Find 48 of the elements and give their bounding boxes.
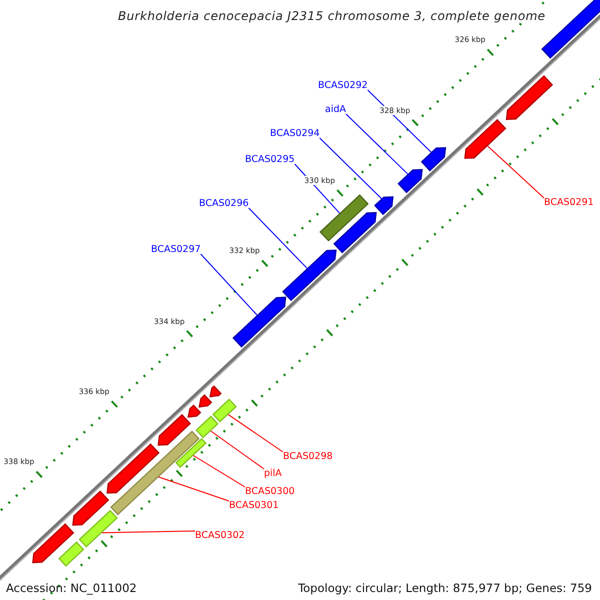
gene-block — [506, 75, 554, 120]
leader-line — [346, 114, 408, 175]
leader-line — [210, 430, 264, 470]
gene-label: BCAS0295 — [245, 154, 295, 165]
leader-line — [192, 455, 246, 488]
leader-line — [367, 90, 432, 153]
gene-label: BCAS0300 — [245, 486, 295, 497]
gene-bar — [110, 430, 200, 516]
leader-line — [248, 208, 308, 269]
gene-bar — [175, 438, 207, 468]
leader-line — [319, 138, 382, 200]
gene-block — [209, 385, 222, 398]
accession-text: Accession: NC_011002 — [6, 581, 137, 595]
leader-line — [487, 145, 544, 198]
gene-block — [198, 394, 212, 408]
gene-label: BCAS0298 — [283, 451, 333, 462]
gene-block — [187, 404, 202, 418]
gene-block — [464, 118, 506, 159]
gene-block — [72, 490, 110, 526]
gene-block — [158, 414, 192, 446]
gene-block — [106, 443, 160, 494]
gene-label: BCAS0297 — [151, 244, 201, 255]
gene-block — [282, 250, 337, 302]
gene-bar — [78, 510, 118, 548]
gene-label: BCAS0302 — [195, 530, 245, 541]
gene-bar — [319, 194, 369, 242]
leader-line — [102, 530, 196, 534]
gene-block — [232, 296, 286, 348]
gene-label: BCAS0291 — [544, 197, 594, 208]
gene-label: BCAS0296 — [199, 198, 249, 209]
gene-label: BCAS0294 — [270, 128, 320, 139]
gene-bar — [195, 416, 219, 438]
gene-label: BCAS0292 — [318, 80, 368, 91]
gene-block — [374, 196, 394, 216]
gene-block — [397, 168, 423, 194]
gene-label: aidA — [325, 104, 346, 115]
gene-bar — [58, 541, 84, 567]
gene-label: pilA — [264, 468, 282, 479]
diagram-title: Burkholderia cenocepacia J2315 chromosome 3, complete genome — [118, 9, 546, 23]
gene-label: BCAS0301 — [229, 500, 279, 511]
gene-block — [32, 523, 74, 564]
leader-line — [158, 476, 230, 502]
leader-line — [200, 254, 258, 316]
genome-summary-text: Topology: circular; Length: 875,977 bp; Genes: 759 — [298, 581, 592, 595]
gene-block — [333, 212, 377, 254]
leader-line — [228, 414, 284, 452]
gene-bar — [212, 398, 237, 423]
gene-block — [420, 147, 446, 172]
